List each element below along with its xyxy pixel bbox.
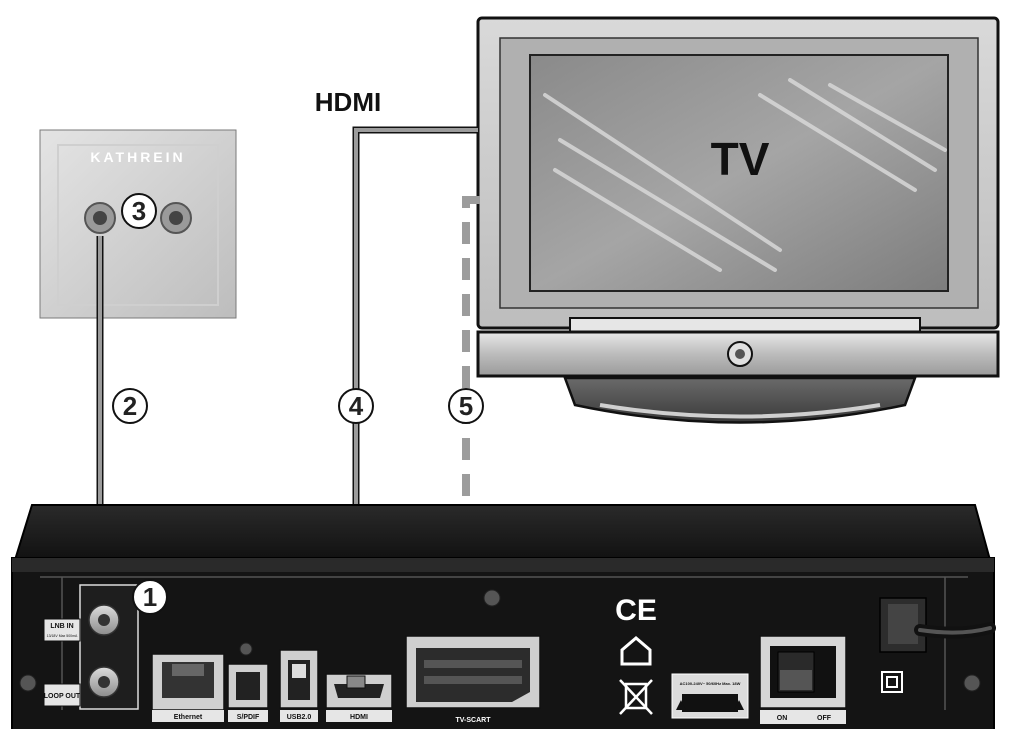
spdif-label: S/PDIF xyxy=(237,714,260,721)
double-insulation-icon xyxy=(881,671,903,693)
screw-icon xyxy=(239,642,253,656)
indoor-use-icon xyxy=(620,636,652,666)
svg-text:3: 3 xyxy=(132,196,146,226)
ethernet-port xyxy=(151,653,225,711)
lnb-in-sublabel: 13/18V Max 500mA xyxy=(47,634,78,638)
switch-off-label: OFF xyxy=(817,715,832,722)
satellite-receiver: LNB IN 13/18V Max 500mA LOOP OUT Etherne… xyxy=(11,504,996,731)
svg-text:4: 4 xyxy=(349,391,364,421)
power-switch xyxy=(759,635,847,709)
tv-screen xyxy=(529,54,949,292)
svg-text:1: 1 xyxy=(143,582,157,612)
loop-out-label: LOOP OUT xyxy=(44,693,81,700)
callout-1: 1 xyxy=(132,579,168,615)
lnb-in-port xyxy=(88,604,120,636)
receiver-top xyxy=(13,504,992,561)
warning-icon xyxy=(734,700,744,710)
usb-label: USB2.0 xyxy=(287,714,312,721)
tv-label: TV xyxy=(711,133,770,185)
socket-brand: KATHREIN xyxy=(90,149,185,165)
lnb-in-label: LNB IN xyxy=(50,623,73,630)
tv-soundbar xyxy=(476,330,1000,378)
hdmi-cable-label: HDMI xyxy=(315,87,381,117)
svg-text:5: 5 xyxy=(459,391,473,421)
callouts: 1 2 3 4 5 xyxy=(112,193,484,615)
power-rating: AC100-240V~ 50/60Hz Max. 18W xyxy=(680,681,741,686)
ethernet-label: Ethernet xyxy=(174,714,203,721)
scart-cable-optional xyxy=(462,196,480,640)
weee-bin-icon xyxy=(619,679,653,715)
usb-port xyxy=(279,649,319,709)
ce-mark: CE xyxy=(615,594,657,627)
screen-reflection xyxy=(543,78,947,272)
callout-5: 5 xyxy=(448,388,484,424)
callout-2: 2 xyxy=(112,388,148,424)
screw-icon xyxy=(963,674,981,692)
switch-on-label: ON xyxy=(777,715,788,722)
spdif-port xyxy=(227,663,269,709)
hdmi-port xyxy=(325,673,393,709)
callout-3: 3 xyxy=(121,193,157,229)
loop-out-port xyxy=(88,666,120,698)
scart-port xyxy=(405,635,541,709)
hdmi-port-label: HDMI xyxy=(350,714,368,721)
screw-icon xyxy=(483,589,501,607)
callout-4: 4 xyxy=(338,388,374,424)
tv: TV xyxy=(476,16,1000,424)
warning-icon xyxy=(676,700,686,710)
scart-label: TV-SCART xyxy=(456,717,492,724)
power-cord xyxy=(879,597,996,653)
screw-icon xyxy=(19,674,37,692)
svg-text:2: 2 xyxy=(123,391,137,421)
